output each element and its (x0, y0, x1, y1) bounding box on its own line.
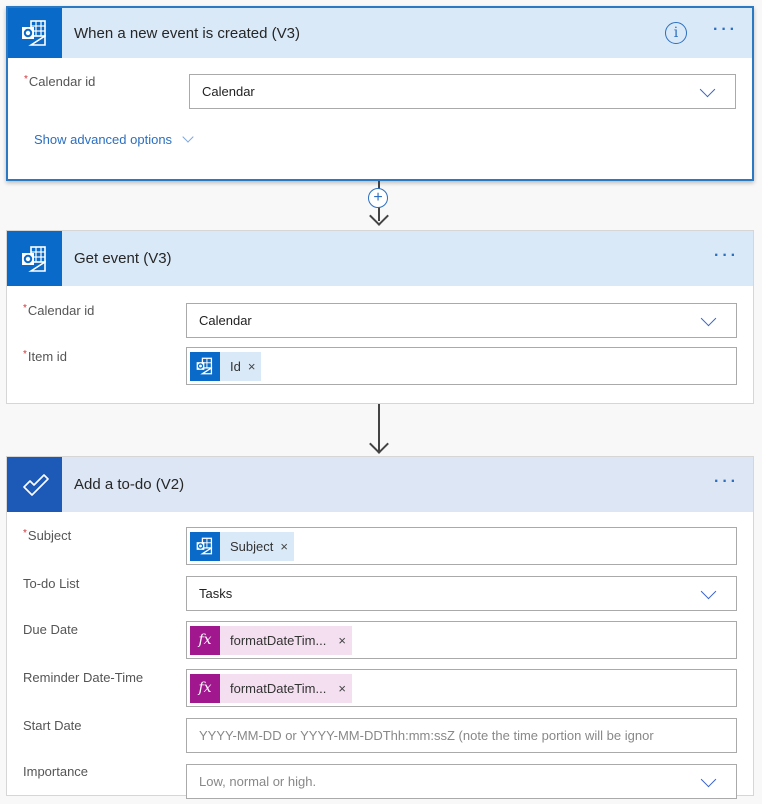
expression-token-reminder[interactable]: fx formatDateTim... × (190, 673, 352, 703)
remove-token-icon[interactable]: × (280, 538, 288, 554)
action-card-add-todo[interactable]: Add a to-do (V2) ··· *Subject (6, 456, 754, 799)
outlook-calendar-icon (8, 8, 62, 58)
field-label: Calendar id (27, 303, 95, 318)
advanced-label: Show advanced options (34, 131, 173, 147)
dropdown-value: Calendar (199, 312, 252, 328)
arrow-down-icon (369, 206, 389, 226)
add-todo-card-header[interactable]: Add a to-do (V2) ··· (7, 457, 753, 512)
todo-list-dropdown[interactable]: Tasks (186, 575, 737, 611)
outlook-calendar-icon (190, 531, 220, 561)
outlook-calendar-icon (7, 231, 62, 286)
calendar-id-dropdown[interactable]: Calendar (189, 73, 736, 109)
field-row-reminder-date-time: Reminder Date-Time fx formatDateTim... × (23, 664, 737, 712)
chevron-down-icon[interactable] (700, 310, 717, 326)
more-options-icon[interactable]: ··· (714, 246, 739, 264)
chevron-down-icon[interactable] (699, 81, 716, 97)
remove-token-icon[interactable]: × (338, 680, 346, 696)
input-placeholder: YYYY-MM-DD or YYYY-MM-DDThh:mm:ssZ (note… (199, 727, 654, 743)
outlook-calendar-icon (190, 351, 220, 381)
card-title: When a new event is created (V3) (74, 24, 300, 42)
token-label: formatDateTim... (230, 632, 327, 648)
trigger-card-header[interactable]: When a new event is created (V3) i ··· (8, 8, 752, 58)
chevron-down-icon[interactable] (700, 771, 717, 787)
show-advanced-options-link[interactable]: Show advanced options (34, 114, 736, 164)
remove-token-icon[interactable]: × (338, 632, 346, 648)
input-placeholder: Low, normal or high. (199, 773, 317, 789)
required-marker: * (23, 349, 27, 360)
token-label: Id (230, 358, 241, 374)
card-title: Add a to-do (V2) (74, 476, 185, 493)
required-marker: * (23, 303, 27, 314)
fx-expression-icon: fx (190, 625, 220, 655)
dynamic-content-token-id[interactable]: Id × (190, 351, 262, 381)
chevron-down-icon[interactable] (700, 583, 717, 599)
more-options-icon[interactable]: ··· (714, 472, 739, 490)
token-label: formatDateTim... (230, 680, 327, 696)
start-date-input[interactable]: YYYY-MM-DD or YYYY-MM-DDThh:mm:ssZ (note… (186, 717, 737, 753)
add-step-button[interactable]: + (368, 188, 388, 208)
arrow-down-icon (369, 434, 389, 454)
field-row-calendar-id: *Calendar id Calendar (24, 68, 736, 114)
get-event-card-header[interactable]: Get event (V3) ··· (7, 231, 753, 286)
field-label: Importance (23, 764, 89, 779)
required-marker: * (24, 74, 28, 85)
field-row-calendar-id: *Calendar id Calendar (23, 297, 737, 343)
field-row-start-date: Start Date YYYY-MM-DD or YYYY-MM-DDThh:m… (23, 712, 737, 758)
remove-token-icon[interactable]: × (247, 358, 256, 374)
field-row-due-date: Due Date fx formatDateTim... × (23, 616, 737, 664)
calendar-id-dropdown[interactable]: Calendar (186, 302, 737, 338)
importance-dropdown[interactable]: Low, normal or high. (186, 763, 737, 799)
field-row-subject: *Subject Subject × (23, 522, 737, 570)
field-label: Item id (27, 349, 67, 364)
field-row-importance: Importance Low, normal or high. (23, 758, 737, 804)
info-icon[interactable]: i (665, 22, 688, 44)
field-label: Calendar id (28, 74, 96, 89)
trigger-card-new-event[interactable]: When a new event is created (V3) i ··· *… (6, 6, 754, 181)
required-marker: * (23, 528, 27, 539)
token-label: Subject (230, 538, 274, 554)
field-row-todo-list: To-do List Tasks (23, 570, 737, 616)
due-date-input[interactable]: fx formatDateTim... × (186, 621, 737, 659)
more-options-icon[interactable]: ··· (713, 21, 738, 38)
connector-line (378, 404, 380, 452)
field-label: Due Date (23, 622, 78, 637)
field-label: Start Date (23, 718, 82, 733)
todo-check-icon (7, 457, 62, 512)
subject-input[interactable]: Subject × (186, 527, 737, 565)
field-label: Reminder Date-Time (23, 670, 144, 685)
chevron-down-icon (182, 130, 194, 143)
dropdown-value: Calendar (202, 83, 255, 99)
card-title: Get event (V3) (74, 250, 172, 267)
field-label: To-do List (23, 576, 80, 591)
item-id-input[interactable]: Id × (186, 347, 737, 385)
fx-expression-icon: fx (190, 673, 220, 703)
field-row-item-id: *Item id Id × (23, 343, 737, 389)
dynamic-content-token-subject[interactable]: Subject × (190, 531, 294, 561)
reminder-date-time-input[interactable]: fx formatDateTim... × (186, 669, 737, 707)
field-label: Subject (27, 528, 72, 543)
expression-token-due-date[interactable]: fx formatDateTim... × (190, 625, 352, 655)
dropdown-value: Tasks (199, 585, 233, 601)
action-card-get-event[interactable]: Get event (V3) ··· *Calendar id Calendar… (6, 230, 754, 404)
